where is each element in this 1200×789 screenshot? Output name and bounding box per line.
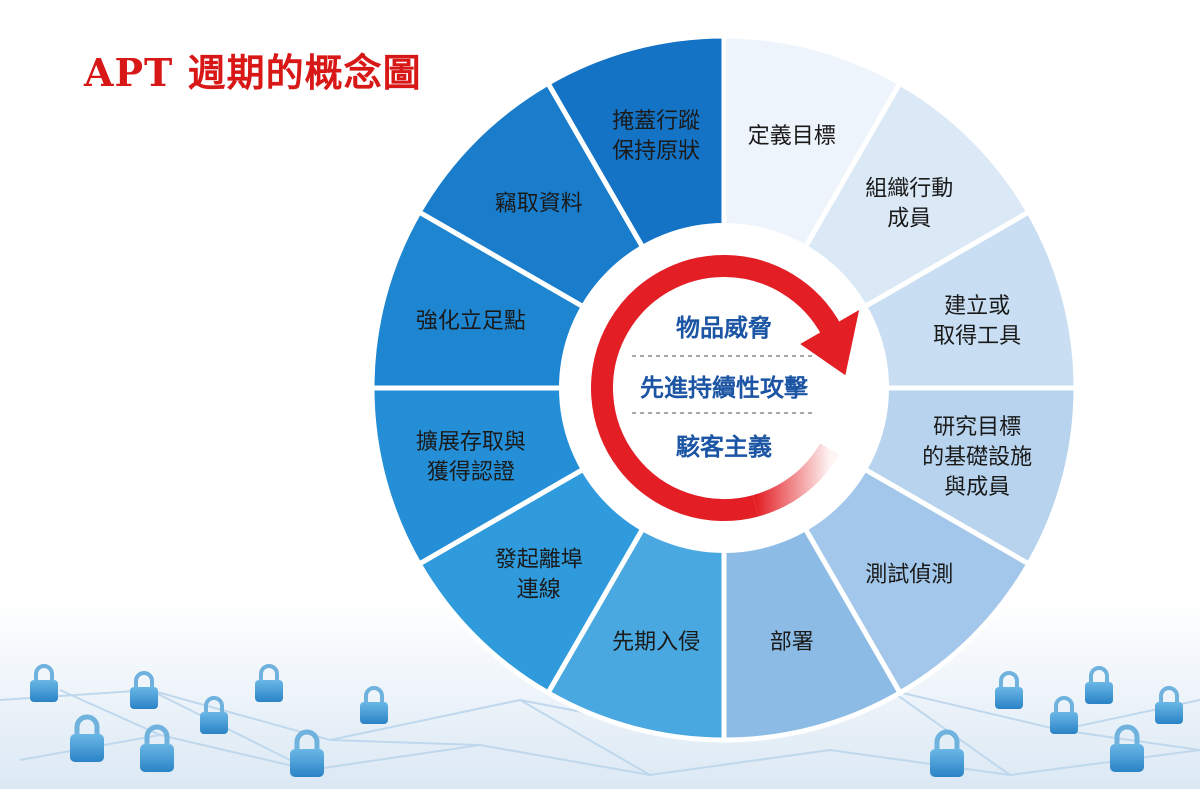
center-label-threat: 物品威脅 — [676, 314, 772, 342]
cycle-segment-label: 定義目標 — [748, 124, 836, 149]
cycle-arrow-head — [800, 310, 860, 376]
cycle-segment-label-line: 部署 — [770, 630, 814, 655]
cycle-segment-label-line: 成員 — [887, 207, 931, 232]
cycle-arrow-body — [591, 255, 842, 521]
cycle-segment-label: 強化立足點 — [416, 309, 526, 334]
cycle-segment-label: 先期入侵 — [612, 630, 700, 655]
cycle-arrow-tail — [752, 443, 840, 517]
cycle-segment-label-line: 竊取資料 — [495, 192, 583, 217]
cycle-segment-label-line: 獲得認證 — [427, 460, 515, 485]
cycle-segment-label-line: 掩蓋行蹤 — [612, 109, 700, 134]
cycle-segment-label: 竊取資料 — [495, 192, 583, 217]
cycle-segment-label-line: 發起離埠 — [495, 547, 583, 572]
cycle-segment-label-line: 取得工具 — [933, 324, 1021, 349]
cycle-arrow — [591, 255, 860, 521]
cycle-segment-label-line: 測試偵測 — [865, 562, 953, 587]
cycle-segment-label-line: 連線 — [517, 577, 561, 602]
center-labels: 物品威脅 先進持續性攻擊 駭客主義 — [632, 314, 816, 461]
cycle-segment-label-line: 先期入侵 — [612, 630, 700, 655]
cycle-segment-label-line: 與成員 — [944, 475, 1010, 500]
cycle-segment-label-line: 的基礎設施 — [922, 445, 1032, 470]
cycle-segment-label-line: 研究目標 — [933, 415, 1021, 440]
cycle-segment-label-line: 組織行動 — [865, 177, 953, 202]
cycle-segment-label: 發起離埠連線 — [495, 547, 583, 602]
cycle-segment-label-line: 建立或 — [944, 294, 1010, 319]
center-label-apt: 先進持續性攻擊 — [640, 374, 809, 402]
lock-icons — [30, 664, 1183, 777]
page-title: APT 週期的概念圖 — [84, 50, 422, 95]
cycle-segment-label-line: 強化立足點 — [416, 309, 526, 334]
cycle-segment-label: 部署 — [770, 630, 814, 655]
cycle-segment-label: 擴展存取與獲得認證 — [416, 430, 526, 485]
cycle-segment-label-line: 擴展存取與 — [416, 430, 526, 455]
cycle-segment-label: 測試偵測 — [865, 562, 953, 587]
cycle-segment-label: 建立或取得工具 — [933, 294, 1021, 349]
cycle-segment-label-line: 定義目標 — [748, 124, 836, 149]
cycle-segment-label: 研究目標的基礎設施與成員 — [922, 415, 1032, 500]
cycle-segment-label: 掩蓋行蹤保持原狀 — [612, 109, 700, 164]
cycle-segment-label-line: 保持原狀 — [612, 139, 700, 164]
center-label-hacktivism: 駭客主義 — [676, 433, 772, 461]
cycle-segment-label: 組織行動成員 — [865, 177, 953, 232]
